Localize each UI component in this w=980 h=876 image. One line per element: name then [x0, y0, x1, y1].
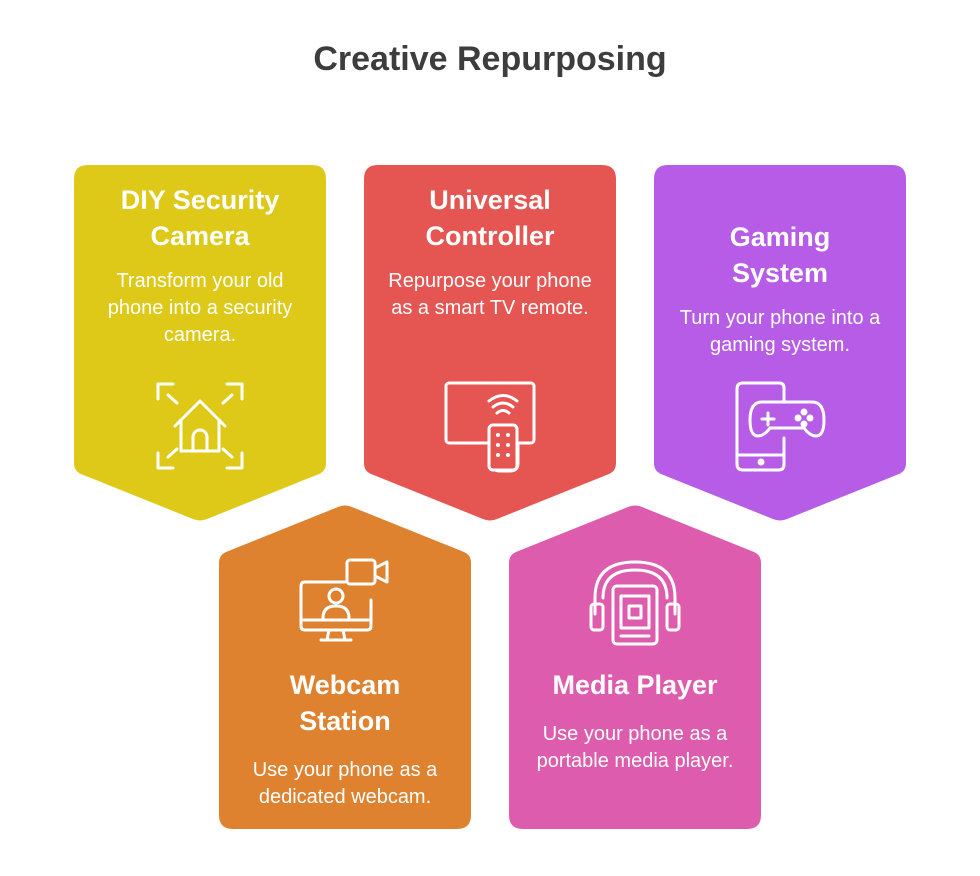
- card-shape: [654, 165, 906, 521]
- card-description: Transform your old phone into a security…: [107, 270, 293, 346]
- card-description: Use your phone as a dedicated webcam.: [252, 759, 438, 808]
- card-description: Use your phone as a portable media playe…: [536, 723, 734, 772]
- phone-gamepad-icon: [734, 380, 828, 474]
- page-title: Creative Repurposing: [313, 40, 667, 78]
- security-camera-home-icon: [155, 381, 245, 471]
- card-shape: [219, 505, 471, 829]
- tv-remote-icon: [444, 381, 536, 473]
- card-shape: [509, 505, 761, 829]
- card-media-player: Media Player Use your phone as a portabl…: [509, 504, 761, 829]
- card-description: Repurpose your phone as a smart TV remot…: [388, 270, 592, 319]
- card-description: Turn your phone into a gaming system.: [679, 307, 881, 356]
- card-shape: [74, 165, 326, 521]
- card-title: Media Player: [552, 670, 718, 700]
- webcam-monitor-icon: [299, 556, 391, 648]
- headphones-player-icon: [589, 556, 681, 648]
- card-shape: [364, 165, 616, 521]
